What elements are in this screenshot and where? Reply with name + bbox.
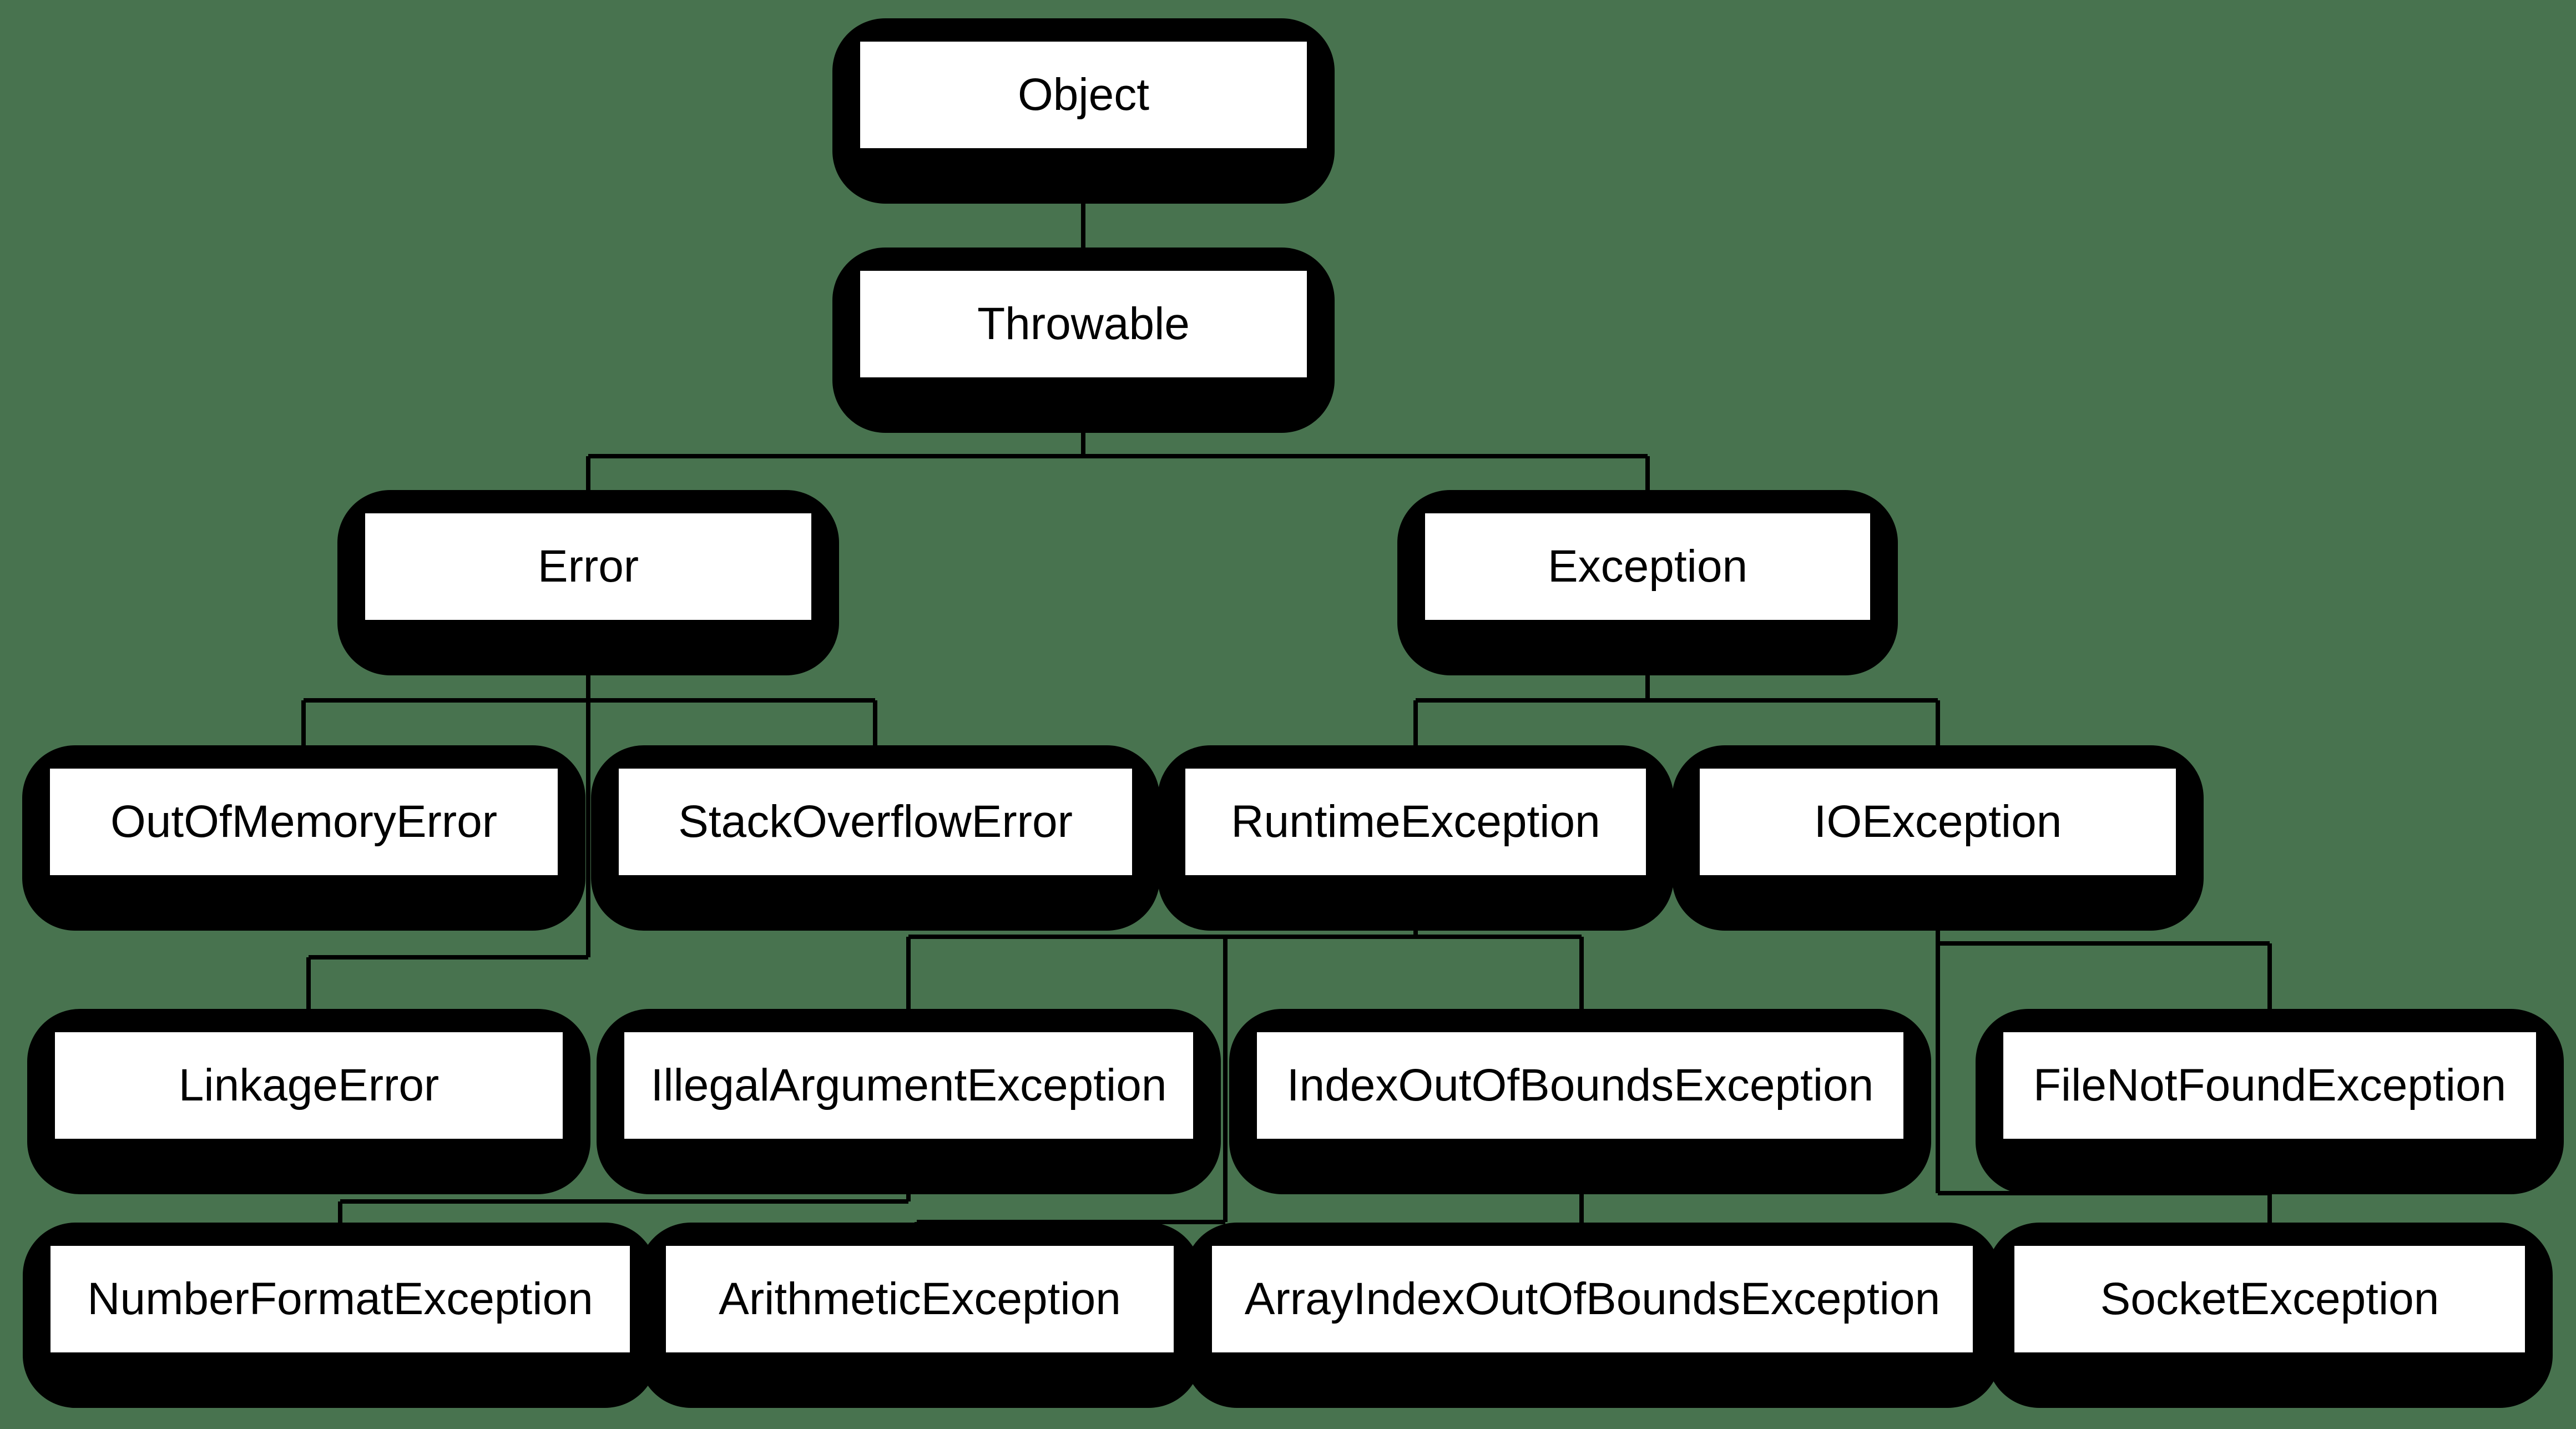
node-label-outofmemoryerror: OutOfMemoryError xyxy=(50,769,558,875)
node-label-exception: Exception xyxy=(1425,513,1870,620)
node-label-throwable: Throwable xyxy=(860,271,1307,377)
node-label-linkageerror: LinkageError xyxy=(55,1032,563,1139)
node-socketexception: SocketException xyxy=(1987,1223,2553,1408)
node-label-stackoverflowerror: StackOverflowError xyxy=(619,769,1132,875)
node-illegalargumentexception: IllegalArgumentException xyxy=(597,1009,1221,1194)
node-filenotfoundexception: FileNotFoundException xyxy=(1976,1009,2564,1194)
node-label-error: Error xyxy=(365,513,811,620)
node-linkageerror: LinkageError xyxy=(27,1009,590,1194)
node-ioexception: IOException xyxy=(1672,745,2204,931)
node-object: Object xyxy=(832,18,1335,204)
node-label-arrayindexoutofboundsexception: ArrayIndexOutOfBoundsException xyxy=(1212,1246,1973,1352)
node-arithmeticexception: ArithmeticException xyxy=(638,1223,1201,1408)
node-label-object: Object xyxy=(860,42,1307,148)
node-stackoverflowerror: StackOverflowError xyxy=(591,745,1160,931)
node-arrayindexoutofboundsexception: ArrayIndexOutOfBoundsException xyxy=(1184,1223,2001,1408)
node-label-indexoutofboundsexception: IndexOutOfBoundsException xyxy=(1257,1032,1903,1139)
node-label-illegalargumentexception: IllegalArgumentException xyxy=(624,1032,1193,1139)
node-error: Error xyxy=(337,490,839,675)
node-numberformatexception: NumberFormatException xyxy=(23,1223,658,1408)
node-label-runtimeexception: RuntimeException xyxy=(1185,769,1646,875)
node-label-numberformatexception: NumberFormatException xyxy=(50,1246,630,1352)
node-label-ioexception: IOException xyxy=(1700,769,2176,875)
node-indexoutofboundsexception: IndexOutOfBoundsException xyxy=(1229,1009,1931,1194)
node-label-filenotfoundexception: FileNotFoundException xyxy=(2003,1032,2536,1139)
node-throwable: Throwable xyxy=(832,248,1335,433)
node-exception: Exception xyxy=(1397,490,1898,675)
node-label-socketexception: SocketException xyxy=(2014,1246,2525,1352)
node-outofmemoryerror: OutOfMemoryError xyxy=(22,745,585,931)
node-runtimeexception: RuntimeException xyxy=(1158,745,1674,931)
node-label-arithmeticexception: ArithmeticException xyxy=(666,1246,1174,1352)
